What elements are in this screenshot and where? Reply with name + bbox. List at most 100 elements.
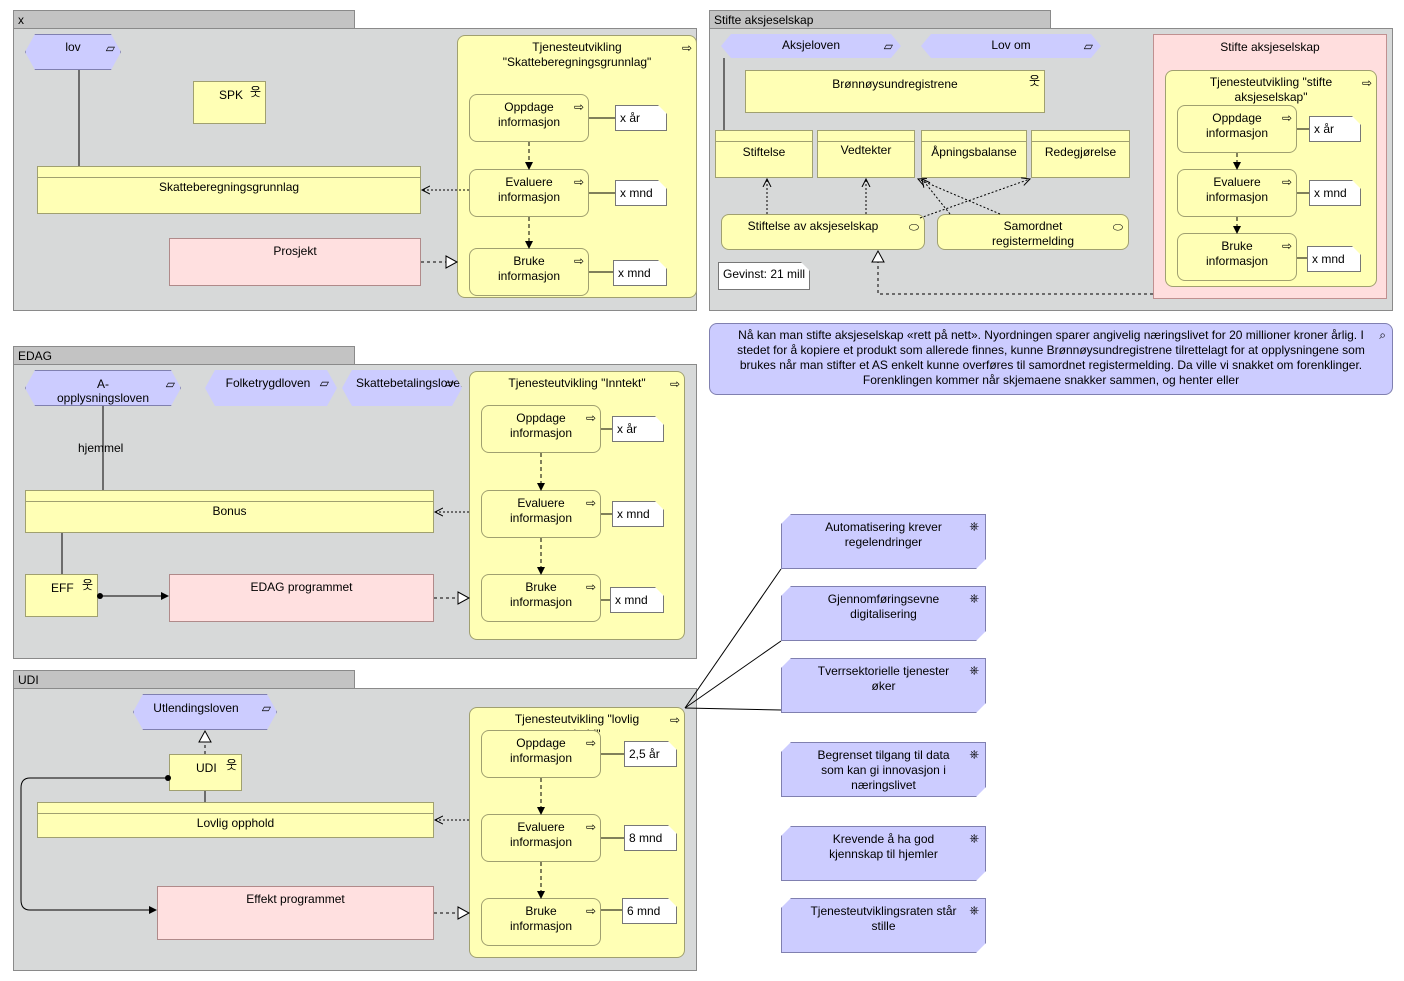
law-folketrygdloven[interactable]: Folketrygdloven ▱ xyxy=(205,370,337,406)
data-header xyxy=(26,491,433,502)
driver-label: Tverrsektorielle tjenester øker xyxy=(817,664,950,693)
step-evaluere[interactable]: Evaluere informasjon⇨ xyxy=(481,490,601,538)
step-label: Bruke informasjon xyxy=(1205,239,1269,268)
data-label: Lovlig opphold xyxy=(196,816,275,830)
step-bruke[interactable]: Bruke informasjon ⇨ xyxy=(481,898,601,946)
law-icon: ▱ xyxy=(165,377,175,391)
note-duration: x år xyxy=(612,416,664,442)
driver-icon: ⎈ xyxy=(969,663,979,677)
actor-spk[interactable]: SPK 웃 xyxy=(193,81,266,124)
driver-label: Krevende å ha god kjennskap til hjemler xyxy=(829,832,938,861)
actor-udi[interactable]: UDI 웃 xyxy=(169,754,242,791)
group-udi-title: UDI xyxy=(18,673,39,687)
data-lovlig-opphold[interactable]: Lovlig opphold xyxy=(37,802,434,838)
influence-line xyxy=(684,707,782,711)
project-prosjekt[interactable]: Prosjekt xyxy=(169,238,421,286)
actor-label: UDI xyxy=(196,761,217,775)
service-arrow-icon: ⇨ xyxy=(585,736,596,750)
service-title: Tjenesteutvikling "Inntekt" xyxy=(508,376,646,390)
service-arrow-icon: ⇨ xyxy=(585,904,596,918)
actor-label: Brønnøysundregistrene xyxy=(832,77,958,91)
data-label: Redegjørelse xyxy=(1044,145,1117,159)
project-label: Effekt programmet xyxy=(246,892,345,906)
actor-bronnoysund[interactable]: Brønnøysundregistrene 웃 xyxy=(745,70,1045,113)
data-label: Skatteberegningsgrunnlag xyxy=(158,180,300,194)
data-vedtekter[interactable]: Vedtekter xyxy=(817,130,915,178)
data-stiftelse[interactable]: Stiftelse xyxy=(715,130,813,178)
driver-begrenset-tilgang[interactable]: Begrenset tilgang til data som kan gi in… xyxy=(781,742,986,797)
actor-label: EFF xyxy=(51,581,74,595)
driver-krevende-hjemler[interactable]: Krevende å ha god kjennskap til hjemler⎈ xyxy=(781,826,986,881)
law-lov[interactable]: lov ▱ xyxy=(25,34,121,70)
step-bruke[interactable]: Bruke informasjon⇨ xyxy=(469,248,589,296)
group-edag-title: EDAG xyxy=(18,349,53,363)
service-arrow-icon: ⇨ xyxy=(573,175,584,189)
data-header xyxy=(38,167,420,178)
step-oppdage[interactable]: Oppdage informasjon⇨ xyxy=(481,405,601,453)
driver-tverrsektorielle[interactable]: Tverrsektorielle tjenester øker ⎈ xyxy=(781,658,986,713)
note-duration: x mnd xyxy=(1307,246,1361,272)
law-utlendingsloven[interactable]: Utlendingsloven ▱ xyxy=(133,694,277,730)
service-arrow-icon: ⇨ xyxy=(585,820,596,834)
law-icon: ▱ xyxy=(883,39,893,53)
note-duration: x mnd xyxy=(1309,180,1361,206)
service-arrow-icon: ⇨ xyxy=(669,377,680,391)
data-skatteberegningsgrunnlag[interactable]: Skatteberegningsgrunnlag xyxy=(37,166,421,214)
step-evaluere[interactable]: Evaluere informasjon⇨ xyxy=(1177,169,1297,217)
event-stiftelse-av-aksjeselskap[interactable]: Stiftelse av aksjeselskap ⬭ xyxy=(721,214,925,250)
step-label: Oppdage informasjon xyxy=(497,100,561,129)
group-stifte-title: Stifte aksjeselskap xyxy=(714,13,814,27)
data-redegjorelse[interactable]: Redegjørelse xyxy=(1031,130,1130,178)
step-oppdage[interactable]: Oppdage informasjon ⇨ xyxy=(469,94,589,142)
data-header xyxy=(38,803,433,814)
data-header xyxy=(1032,131,1129,142)
group-x-tab: x xyxy=(13,10,355,28)
actor-label: SPK xyxy=(219,88,244,102)
step-label: Evaluere informasjon xyxy=(509,820,573,849)
service-arrow-icon: ⇨ xyxy=(585,580,596,594)
event-icon: ⬭ xyxy=(908,220,919,234)
service-title: Tjenesteutvikling "Skatteberegningsgrunn… xyxy=(502,40,652,69)
service-arrow-icon: ⇨ xyxy=(1361,76,1372,90)
driver-automatisering[interactable]: Automatisering krever regelendringer⎈ xyxy=(781,514,986,569)
project-edag-programmet[interactable]: EDAG programmet xyxy=(169,574,434,622)
data-label: Bonus xyxy=(212,504,247,518)
law-lov-om[interactable]: Lov om ▱ xyxy=(921,34,1101,58)
event-samordnet-registermelding[interactable]: Samordnet registermelding ⬭ xyxy=(937,214,1129,250)
law-skattebetalingsloven[interactable]: Skattebetalingsloven ▱ xyxy=(342,370,462,406)
assessment-text: Nå kan man stifte aksjeselskap «rett på … xyxy=(737,328,1365,387)
driver-label: Begrenset tilgang til data som kan gi in… xyxy=(817,748,950,792)
step-oppdage[interactable]: Oppdage informasjon⇨ xyxy=(481,730,601,778)
data-apningsbalanse[interactable]: Åpningsbalanse xyxy=(921,130,1027,178)
event-label: Stiftelse av aksjeselskap xyxy=(747,219,879,233)
law-icon: ▱ xyxy=(319,376,329,390)
step-label: Bruke informasjon xyxy=(509,904,573,933)
step-bruke[interactable]: Bruke informasjon⇨ xyxy=(1177,233,1297,281)
project-label: Prosjekt xyxy=(273,244,317,258)
data-bonus[interactable]: Bonus xyxy=(25,490,434,533)
event-label: Samordnet registermelding xyxy=(991,219,1075,248)
driver-tjenesteutviklingsraten[interactable]: Tjenesteutviklingsraten står stille⎈ xyxy=(781,898,986,953)
service-arrow-icon: ⇨ xyxy=(585,496,596,510)
project-effekt-programmet[interactable]: Effekt programmet xyxy=(157,886,434,940)
driver-label: Automatisering krever regelendringer xyxy=(825,520,942,549)
realization-line xyxy=(871,249,1153,295)
assessment-rett-pa-nett[interactable]: Nå kan man stifte aksjeselskap «rett på … xyxy=(709,323,1393,395)
step-bruke[interactable]: Bruke informasjon⇨ xyxy=(481,574,601,622)
access-line xyxy=(922,179,951,215)
note-duration: 2,5 år xyxy=(624,741,677,767)
driver-gjennomforingsevne[interactable]: Gjennomføringsevne digitalisering⎈ xyxy=(781,586,986,641)
law-aksjeloven[interactable]: Aksjeloven ▱ xyxy=(721,34,901,58)
data-label: Åpningsbalanse xyxy=(931,145,1017,159)
note-duration: x mnd xyxy=(612,501,664,527)
service-arrow-icon: ⇨ xyxy=(573,100,584,114)
step-evaluere[interactable]: Evaluere informasjon⇨ xyxy=(469,169,589,217)
service-arrow-icon: ⇨ xyxy=(585,411,596,425)
note-duration: 8 mnd xyxy=(624,825,677,851)
actor-eff[interactable]: EFF 웃 xyxy=(25,574,98,617)
law-icon: ▱ xyxy=(105,41,115,55)
driver-icon: ⎈ xyxy=(969,747,979,761)
step-oppdage[interactable]: Oppdage informasjon⇨ xyxy=(1177,105,1297,153)
law-a-opplysningsloven[interactable]: A-opplysningsloven ▱ xyxy=(25,370,181,406)
assessment-icon: ⌕ xyxy=(1379,328,1386,342)
